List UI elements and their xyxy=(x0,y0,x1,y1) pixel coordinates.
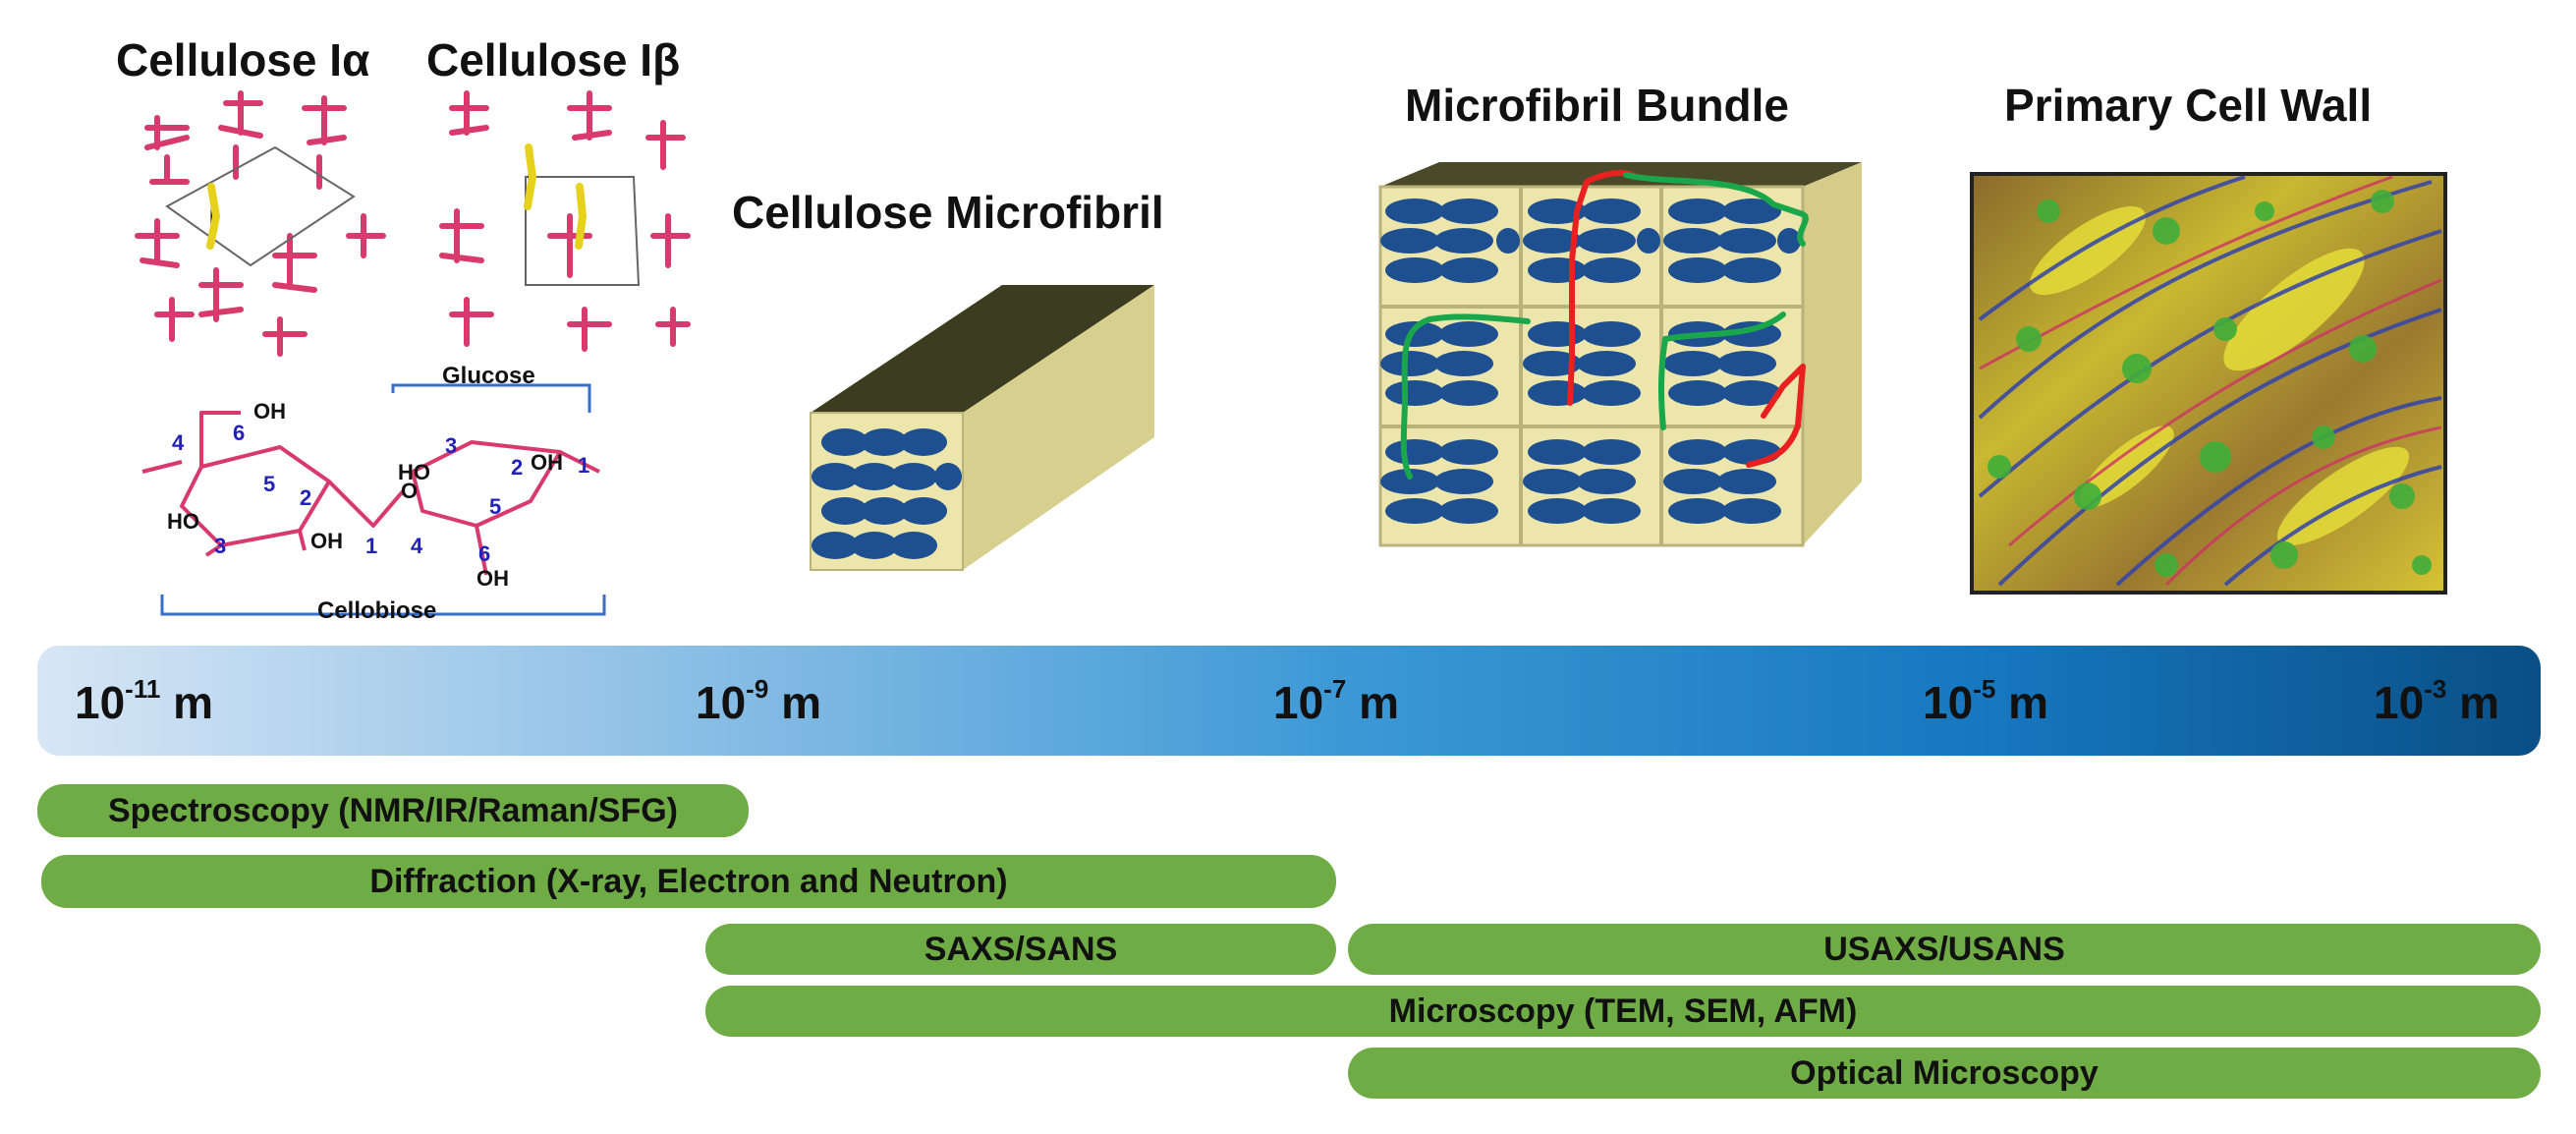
carbon-number-6-right: 6 xyxy=(478,541,491,566)
cellulose-microfibril-illustration xyxy=(810,285,1154,571)
carbon-number-4-right: 4 xyxy=(411,534,423,558)
carbon-number-6-left: 6 xyxy=(233,421,246,445)
scale-tick-1e-9: 10-9 m xyxy=(696,674,821,728)
atom-oh-2-right: OH xyxy=(531,450,563,475)
scale-tick-1e-11: 10-11 m xyxy=(75,674,214,728)
atom-oh-2-left: OH xyxy=(310,529,343,553)
carbon-number-2-right: 2 xyxy=(511,455,524,480)
carbon-number-2-left: 2 xyxy=(300,485,312,510)
carbon-number-5-left: 5 xyxy=(263,472,276,496)
carbon-number-1-left: 1 xyxy=(365,534,378,558)
lattice-ia xyxy=(135,90,386,357)
scale-tick-1e-7: 10-7 m xyxy=(1273,674,1399,728)
title-cellulose-microfibril: Cellulose Microfibril xyxy=(732,187,1164,238)
atom-ho-3-left: HO xyxy=(167,509,199,534)
technique-diffraction: Diffraction (X-ray, Electron and Neutron… xyxy=(41,855,1336,908)
glucose-label: Glucose xyxy=(442,363,535,389)
primary-cell-wall-micrograph xyxy=(1970,172,2447,595)
technique-spectroscopy: Spectroscopy (NMR/IR/Raman/SFG) xyxy=(37,784,749,837)
technique-saxs-sans: SAXS/SANS xyxy=(705,924,1336,975)
atom-oh-6-left: OH xyxy=(253,399,286,424)
technique-usaxs-usans: USAXS/USANS xyxy=(1348,924,2541,975)
atom-ho-3-right: HO xyxy=(398,460,430,484)
carbon-number-5-right: 5 xyxy=(489,494,502,519)
atom-oh-6-right: OH xyxy=(476,566,509,591)
atom-o-bridge: O xyxy=(401,479,419,503)
scale-tick-1e-3: 10-3 m xyxy=(2374,674,2499,728)
cellulose-crystal-lattice xyxy=(135,90,691,357)
title-cellulose-ia: Cellulose Iα xyxy=(116,34,370,85)
lattice-ib xyxy=(439,90,691,352)
length-scale-bar xyxy=(37,646,2541,756)
technique-optical-microscopy: Optical Microscopy xyxy=(1348,1048,2541,1099)
carbon-number-3-left: 3 xyxy=(214,534,227,558)
carbon-number-4-left: 4 xyxy=(172,430,185,455)
cellobiose-structure-diagram xyxy=(141,383,606,616)
carbon-number-1-right: 1 xyxy=(578,453,590,478)
microfibril-bundle-illustration xyxy=(1378,162,1862,547)
title-microfibril-bundle: Microfibril Bundle xyxy=(1405,80,1789,131)
title-primary-cell-wall: Primary Cell Wall xyxy=(2004,80,2373,131)
technique-microscopy: Microscopy (TEM, SEM, AFM) xyxy=(705,986,2541,1037)
scale-tick-1e-5: 10-5 m xyxy=(1923,674,2048,728)
carbon-number-3-right: 3 xyxy=(445,433,458,458)
cellobiose-label: Cellobiose xyxy=(317,597,437,624)
bundle-cell-fibrils xyxy=(1380,198,1801,524)
title-cellulose-ib: Cellulose Iβ xyxy=(426,34,681,85)
